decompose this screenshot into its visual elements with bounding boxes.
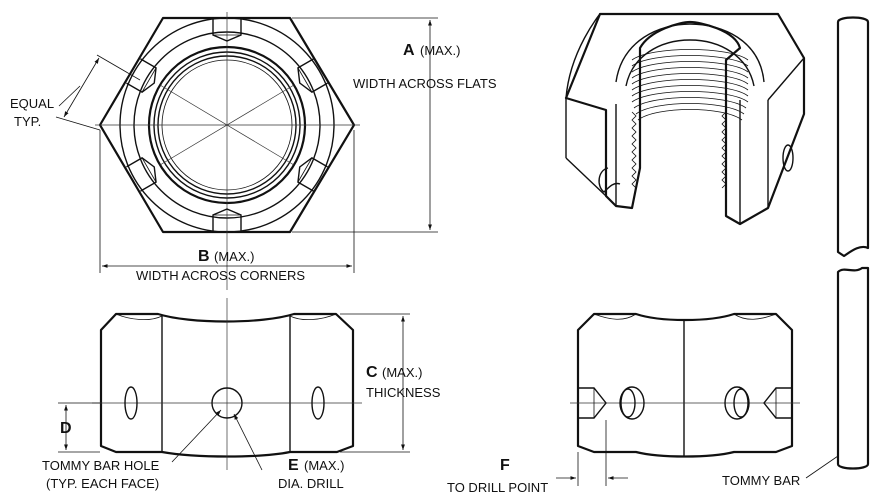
equal-label-line1: EQUAL xyxy=(10,96,54,111)
section-outline xyxy=(576,312,794,458)
section-chamfer-right xyxy=(733,313,777,320)
iso-top-arc xyxy=(565,13,601,99)
front-chamfer-right xyxy=(289,313,337,320)
iso-left-face xyxy=(565,157,607,197)
iso-hole-left xyxy=(598,167,621,193)
e-letter: E xyxy=(288,457,299,474)
front-view-left: C (MAX.) THICKNESS D TOMMY BAR HOLE (TYP… xyxy=(42,298,441,491)
hole-notch-lower-left xyxy=(126,157,157,192)
front-hole-right xyxy=(311,386,325,420)
hole-notch-bottom xyxy=(212,208,242,233)
b-letter: B xyxy=(198,248,210,265)
equal-extension-2 xyxy=(55,116,101,131)
section-hole-left-inner xyxy=(620,388,636,418)
b-description: WIDTH ACROSS CORNERS xyxy=(136,268,305,283)
hole-notch-upper-left xyxy=(126,58,157,93)
tommy-hole-label-line1: TOMMY BAR HOLE xyxy=(42,458,160,473)
tommy-bar-label: TOMMY BAR xyxy=(722,473,800,488)
equal-extension-1 xyxy=(96,54,141,81)
tommy-bar-upper xyxy=(836,16,870,258)
iso-top-right-edge xyxy=(767,57,805,101)
section-chamfer-left xyxy=(593,313,637,320)
hole-notch-upper-right xyxy=(297,58,328,93)
iso-inner-back-arc xyxy=(615,23,765,83)
a-letter: A xyxy=(403,42,415,59)
a-description: WIDTH ACROSS FLATS xyxy=(353,76,497,91)
e-description: DIA. DRILL xyxy=(278,476,344,491)
isometric-section-view xyxy=(564,12,806,226)
hole-notch-top xyxy=(212,17,242,42)
iso-body-outline xyxy=(564,12,806,226)
equal-label-line2: TYP. xyxy=(14,114,41,129)
b-max: (MAX.) xyxy=(214,249,254,264)
top-view: A (MAX.) WIDTH ACROSS FLATS B (MAX.) WID… xyxy=(10,12,497,290)
e-leader xyxy=(233,413,263,471)
equal-dimension-line xyxy=(63,57,100,118)
front-outline xyxy=(99,312,355,458)
front-hole-center xyxy=(211,387,243,419)
front-chamfer-left xyxy=(115,313,163,320)
tommy-bar-lower xyxy=(836,266,870,470)
side-section-view: F TO DRILL POINT xyxy=(447,312,800,495)
section-drill-left xyxy=(578,387,607,419)
iso-thread-teeth-right xyxy=(721,111,727,189)
hole-notch-lower-right xyxy=(297,157,328,192)
d-letter: D xyxy=(60,420,72,437)
f-letter: F xyxy=(500,457,510,474)
front-hole-left xyxy=(124,386,138,420)
c-letter: C xyxy=(366,364,378,381)
iso-hole-right xyxy=(782,144,794,172)
tommy-bar: TOMMY BAR xyxy=(722,16,870,488)
a-max: (MAX.) xyxy=(420,43,460,58)
f-description: TO DRILL POINT xyxy=(447,480,548,495)
section-hole-left-outer xyxy=(619,386,645,420)
iso-threads xyxy=(631,49,749,121)
section-hole-right-inner xyxy=(733,388,749,418)
tommy-bar-leader xyxy=(805,455,839,479)
iso-thread-teeth-left xyxy=(631,111,637,189)
c-max: (MAX.) xyxy=(382,365,422,380)
tommy-hole-leader xyxy=(171,409,222,463)
section-drill-right xyxy=(763,387,792,419)
section-hole-right-outer xyxy=(724,386,750,420)
centerline-diag-2 xyxy=(159,84,295,166)
equal-leader xyxy=(58,85,81,107)
c-description: THICKNESS xyxy=(366,385,441,400)
e-max: (MAX.) xyxy=(304,458,344,473)
tommy-hole-label-line2: (TYP. EACH FACE) xyxy=(46,476,159,491)
